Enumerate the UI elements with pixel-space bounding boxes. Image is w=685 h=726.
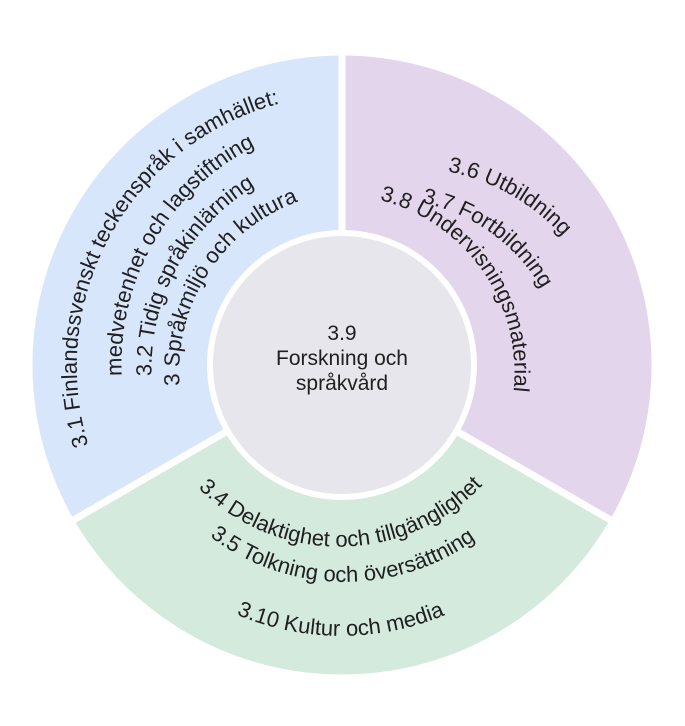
center-label-line-2: Forskning och bbox=[276, 347, 408, 370]
center-circle bbox=[207, 230, 477, 500]
center-label-line-3: språkvård bbox=[296, 372, 388, 395]
center-label-line-1: 3.9 bbox=[327, 322, 356, 345]
center-label: 3.9 Forskning och språkvård bbox=[276, 322, 408, 395]
diagram-segments bbox=[25, 48, 659, 682]
